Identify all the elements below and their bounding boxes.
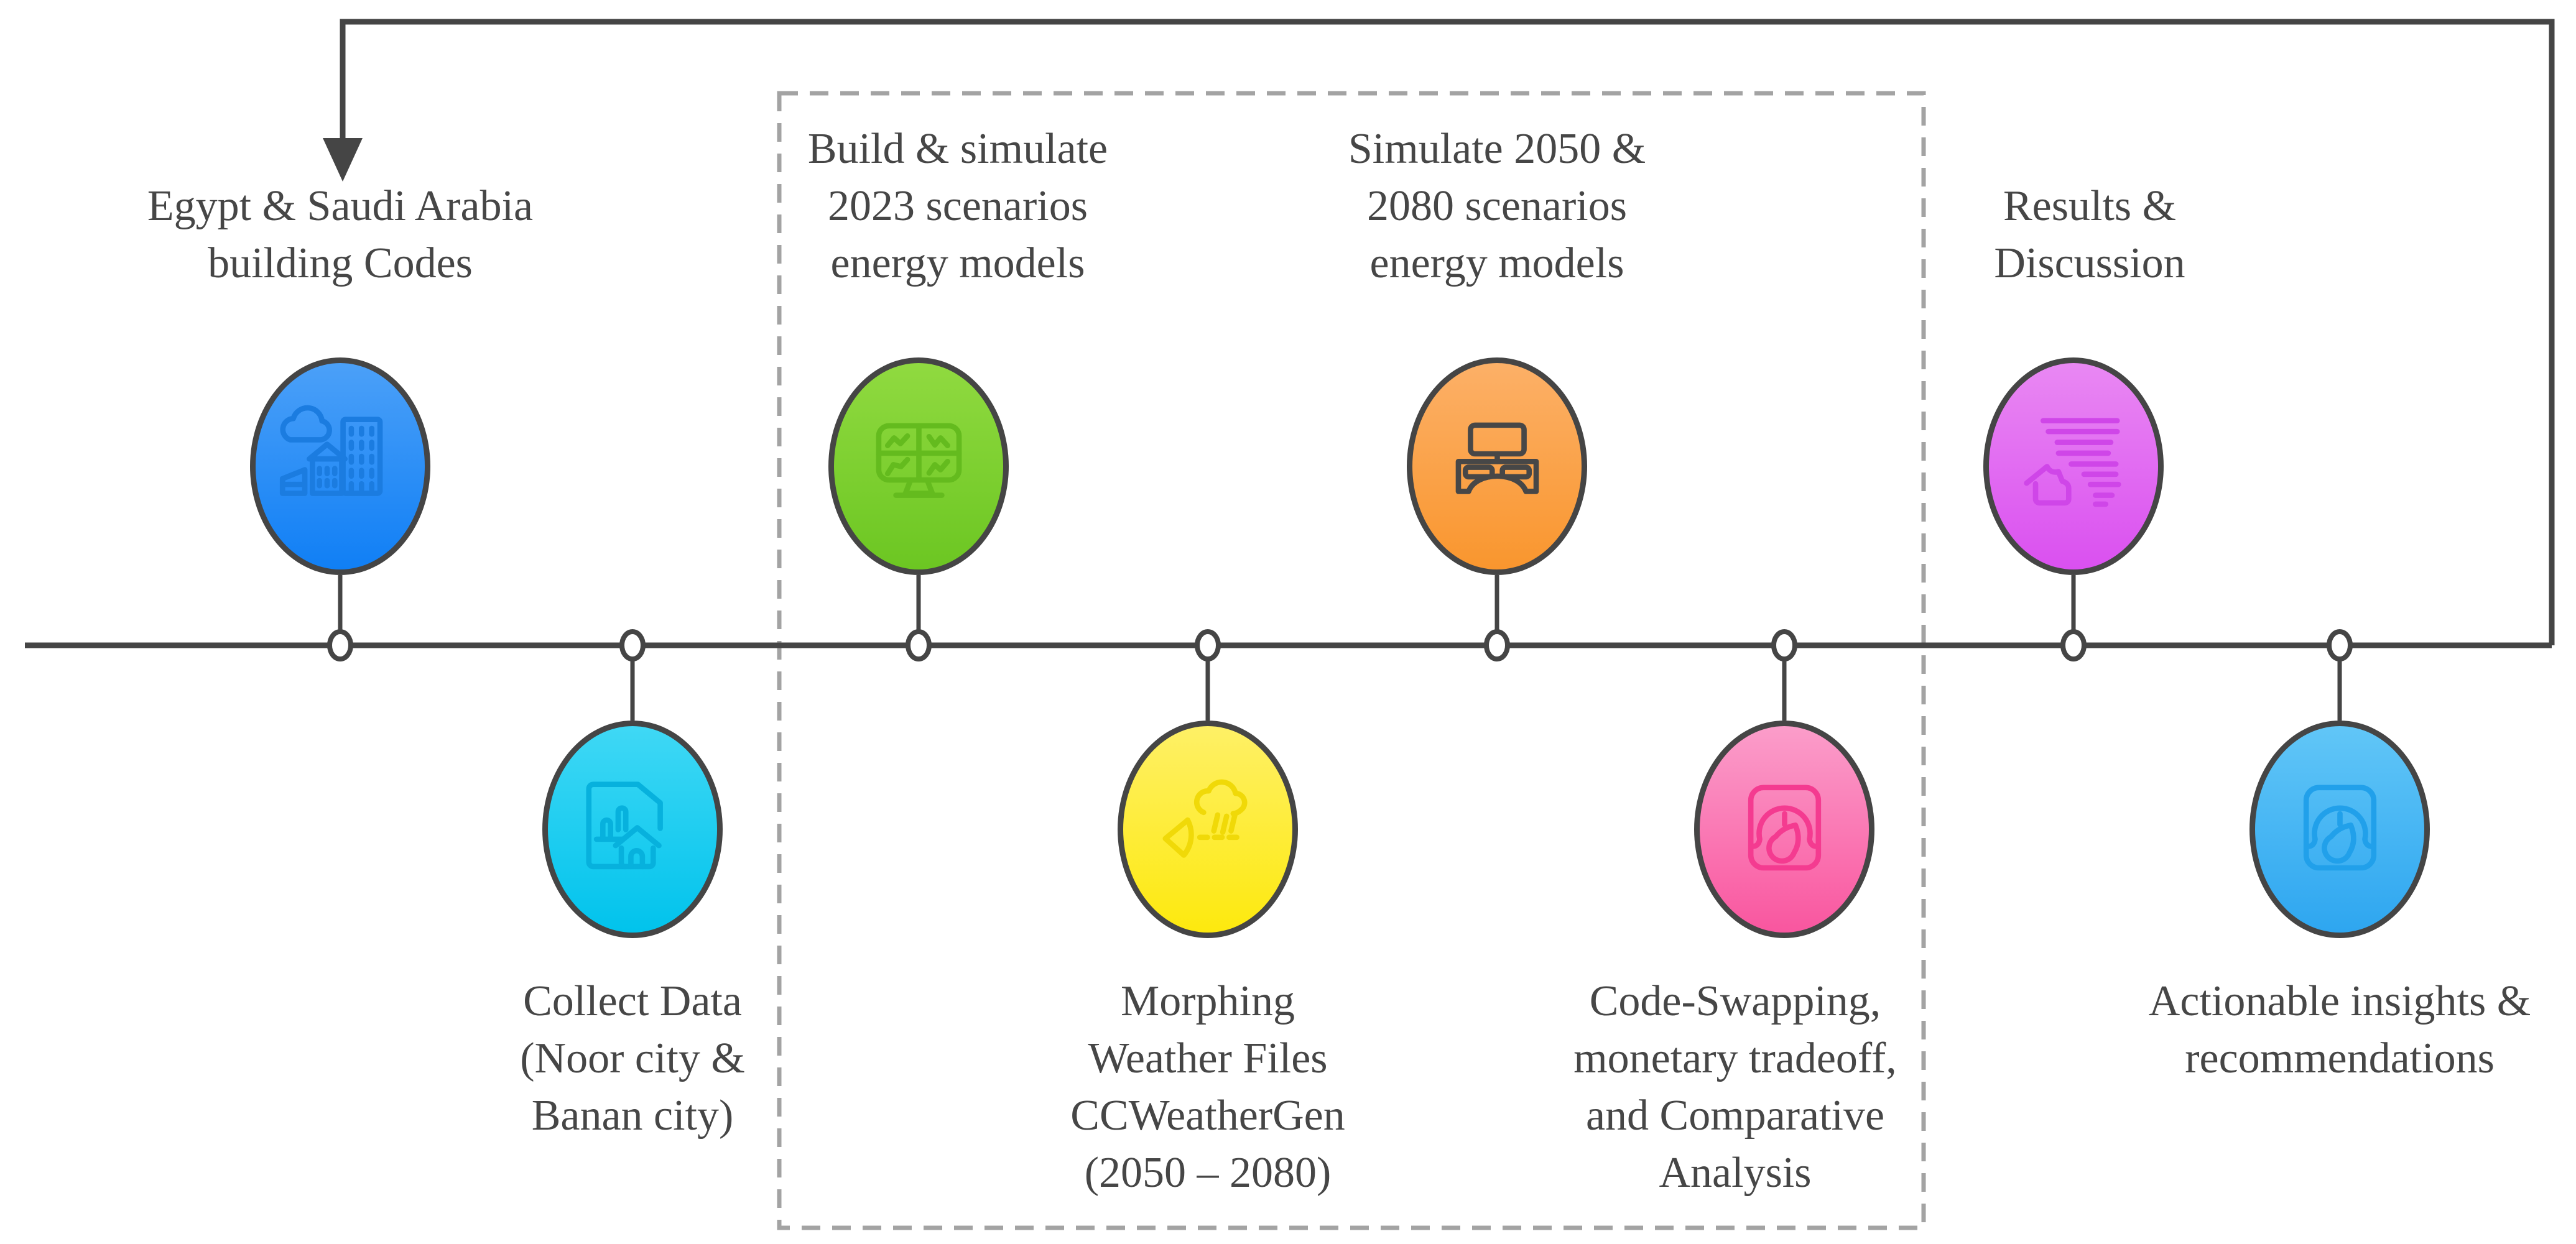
feedback-loop-line bbox=[340, 19, 2555, 645]
timeline-node bbox=[1771, 629, 1797, 661]
dashboard-monitor-icon bbox=[876, 423, 961, 498]
arrow-down-icon bbox=[323, 138, 363, 182]
timeline-node bbox=[619, 629, 646, 661]
step-circle-code-swapping bbox=[1694, 721, 1874, 938]
gauge-icon bbox=[2303, 785, 2376, 870]
timeline-node bbox=[327, 629, 353, 661]
step-label-results-discussion: Results & Discussion bbox=[1994, 182, 2185, 287]
step-circle-results-discussion bbox=[1983, 357, 2164, 575]
weather-morphing-icon bbox=[1162, 779, 1247, 858]
step-label-code-swapping: Code-Swapping, monetary tradeoff, and Co… bbox=[1573, 977, 1897, 1197]
timeline-node bbox=[2060, 629, 2087, 661]
step-circle-actionable-insights bbox=[2249, 721, 2430, 938]
document-chart-house-icon bbox=[585, 781, 663, 869]
timeline-node bbox=[1195, 629, 1221, 661]
city-buildings-icon bbox=[279, 405, 382, 496]
step-label-morphing-weather: Morphing Weather Files CCWeatherGen (205… bbox=[1070, 977, 1345, 1197]
phase-group-dashed-box bbox=[777, 91, 1926, 1230]
step-label-actionable-insights: Actionable insights & recommendations bbox=[2148, 977, 2531, 1082]
step-circle-building-codes bbox=[250, 357, 430, 575]
step-circle-simulate-2050-2080 bbox=[1407, 357, 1587, 575]
step-label-simulate-2050-2080: Simulate 2050 & 2080 scenarios energy mo… bbox=[1348, 125, 1646, 287]
step-label-collect-data: Collect Data (Noor city & Banan city) bbox=[520, 977, 745, 1140]
timeline-node bbox=[1484, 629, 1510, 661]
step-circle-build-simulate-2023 bbox=[828, 357, 1009, 575]
timeline-node bbox=[906, 629, 932, 661]
gauge-icon bbox=[1748, 785, 1821, 870]
step-label-build-simulate-2023: Build & simulate 2023 scenarios energy m… bbox=[807, 125, 1108, 287]
step-circle-collect-data bbox=[542, 721, 723, 938]
step-label-building-codes: Egypt & Saudi Arabia building Codes bbox=[147, 182, 534, 287]
tv-console-icon bbox=[1455, 422, 1539, 494]
step-circle-morphing-weather bbox=[1118, 721, 1298, 938]
report-house-icon bbox=[2023, 417, 2121, 507]
timeline-node bbox=[2327, 629, 2353, 661]
